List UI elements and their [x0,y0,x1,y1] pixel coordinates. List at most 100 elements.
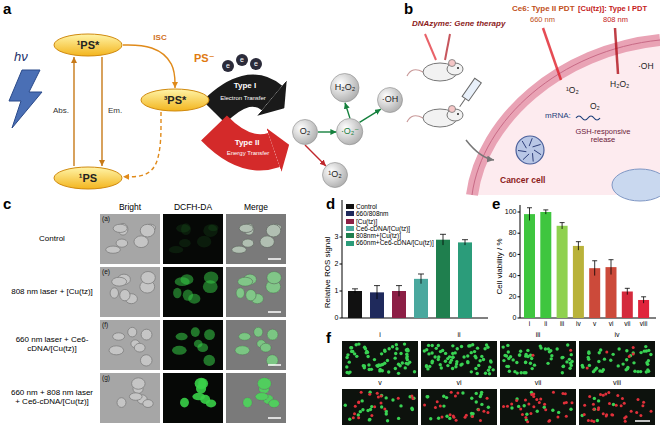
live-cell [533,363,536,366]
cell [129,393,142,400]
live-cell [363,364,366,367]
dead-cell [515,399,518,402]
mouse-tail [407,70,423,76]
cell [143,400,153,408]
error-bar [352,289,358,293]
live-cell [401,361,404,364]
live-cell [633,370,636,373]
electron-label: e [254,60,258,68]
dead-cell [611,414,614,417]
dead-cell [641,404,644,407]
cell [141,329,152,340]
plate-shape [54,167,122,189]
live-cell [440,366,443,369]
dead-cell [599,393,602,396]
dead-cell [620,404,623,407]
bar [540,212,551,318]
delivery-arrow [466,140,494,160]
merged-image [226,373,286,423]
live-cell [475,400,478,403]
connector-arrow [73,57,74,166]
group-label: v [593,320,596,327]
cell-fluorescence [204,329,215,340]
tick-mark [340,264,343,265]
live-cell [387,370,390,373]
live-cell [429,417,432,420]
axis-title: Cell viability / % [496,238,505,294]
live-cell [587,358,590,361]
dead-cell [565,415,568,418]
electron-label: e [226,62,230,70]
dead-cell [450,391,453,394]
cell [112,277,127,286]
live-cell [470,351,473,354]
dead-cell [556,415,559,418]
live-cell [433,355,436,358]
live-cell [475,372,478,375]
dead-cell [605,350,608,353]
brightfield-image [100,320,160,370]
scale-bar [268,417,281,419]
live-cell [617,347,620,350]
live-cell [391,398,394,401]
edge-label: ISC [152,34,167,43]
nanoparticle [516,136,544,164]
cell [134,343,145,352]
cell [239,224,253,232]
live-cell [593,368,596,371]
type-i-band [214,91,272,112]
tick-mark [518,318,521,319]
live-cell [625,358,628,361]
cell-fluorescence [254,327,263,337]
dead-cell [357,416,360,419]
tick-mark [518,254,521,255]
live-cell [425,395,428,398]
dead-cell [623,417,626,420]
tick-label: 100 [505,208,517,216]
live-cell [381,363,384,366]
live-cell [621,362,624,365]
cell-fluorescence [238,277,253,286]
live-cell [408,361,411,364]
live-cell [405,362,408,365]
dead-cell [547,420,550,423]
species-sphere: H₂O₂ [330,73,360,103]
bar [606,267,617,318]
image-label: ii [457,331,460,339]
live-cell [561,356,564,359]
dna-strand [522,141,526,148]
sphere-shape [337,119,363,145]
live-cell [544,347,547,350]
tick-mark [518,233,521,234]
cell [236,288,244,298]
group-label: vi [609,320,614,327]
live-cell [588,364,591,367]
live-cell [525,412,528,415]
live-cell [451,367,454,370]
dead-cell [605,415,608,418]
error-bar [560,223,565,229]
dead-cell [543,403,546,406]
dead-cell [569,349,572,352]
dead-cell [529,412,532,415]
dna-strand [529,138,532,146]
energy-level-plate: ³PS* [140,88,210,112]
error-bar [374,286,380,300]
live-cell [557,411,560,414]
legend-swatch [346,219,354,224]
live-cell [462,355,465,358]
dead-cell [610,413,613,416]
dead-cell [597,406,600,409]
live-cell [475,392,478,395]
cell-fluorescence [206,400,216,408]
species-sphere: ·O₂⁻ [336,118,363,145]
dead-cell [510,402,513,405]
tick-label: 0 [513,314,517,322]
process-label: GSH-responsive release [567,128,639,145]
species-sphere: ¹O₂ [322,162,348,188]
live-cell [570,353,573,356]
live-cell [482,358,485,361]
live-cell [611,353,614,356]
photon-symbol: hν [14,50,28,64]
